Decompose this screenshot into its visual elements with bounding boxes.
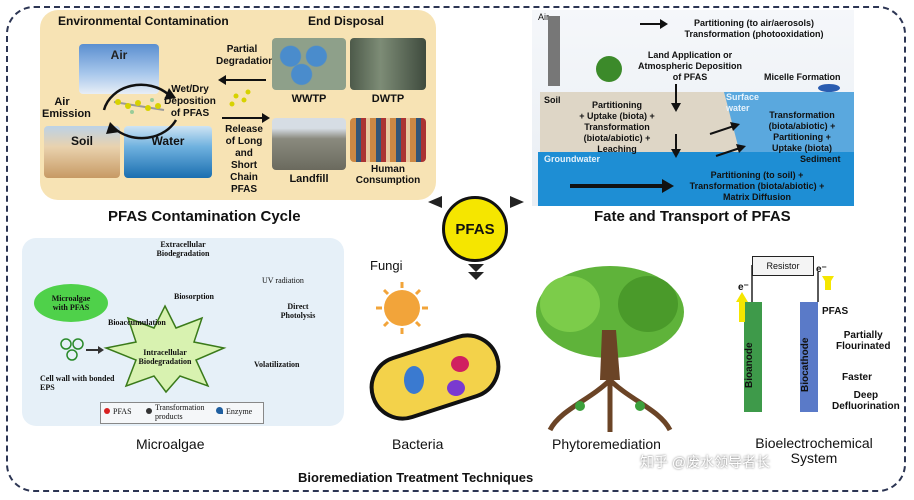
soil-process-text: Partitioning + Uptake (biota) + Transfor… [579, 100, 655, 154]
enzyme-icon [216, 407, 223, 414]
pfas-dot-icon [104, 408, 110, 414]
landfill-photo [272, 118, 346, 170]
direct-photolysis-label: Direct Photolysis [280, 302, 316, 320]
surface-water-label: Surface water [726, 92, 760, 113]
micelle-formation-label: Micelle Formation [764, 72, 841, 82]
cycle-arrows [102, 83, 178, 140]
fate-arrows [570, 19, 746, 193]
algae-cells-icon [60, 338, 104, 361]
micelle-icon [818, 84, 840, 92]
bacterium-icon [369, 333, 501, 421]
e-right-label: e⁻ [816, 264, 827, 275]
bioelectrochemical-title: Bioelectrochemical System [755, 435, 873, 466]
phytoremediation-title: Phytoremediation [552, 436, 661, 452]
microalgae-legend [100, 402, 264, 424]
legend-pfas: PFAS [113, 407, 132, 416]
release-chains-label: Release of Long and Short Chain PFAS [225, 124, 263, 195]
soil-layer-label: Soil [544, 95, 561, 105]
intracellular-label: Intracellular Biodegradation [138, 348, 192, 366]
dwtp-photo [350, 38, 426, 90]
end-disposal-heading: End Disposal [308, 14, 385, 28]
degradation-arrows [218, 75, 270, 123]
e-left-label: e⁻ [738, 282, 749, 293]
wwtp-label: WWTP [291, 93, 327, 105]
partially-fluorinated-label: Partially Flourinated [836, 330, 891, 352]
human-consumption-label: Human Consumption [355, 164, 421, 186]
starburst-cell [103, 304, 227, 394]
outer-dashed-frame [6, 6, 906, 492]
soil-photo: Soil [44, 126, 120, 178]
volatilization-label: Volatilization [254, 360, 300, 369]
microalgae-pfas-label: Microalgae with PFAS [51, 294, 91, 312]
soil-label: Soil [70, 134, 93, 148]
bacteria-title: Bacteria [392, 436, 444, 452]
cycle-arrow-top [102, 83, 170, 111]
human-consumption-photo [350, 118, 426, 162]
microalgae-pfas-ellipse: Microalgae with PFAS [34, 284, 108, 322]
dwtp-label: DWTP [371, 93, 405, 105]
resistor-box: Resistor [752, 256, 814, 276]
surface-water-layer [724, 92, 854, 152]
bioremediation-footer-title: Bioremediation Treatment Techniques [298, 470, 534, 485]
contamination-cycle-title: PFAS Contamination Cycle [108, 208, 301, 225]
cell-wall-label: Cell wall with bonded EPS [40, 374, 115, 392]
sediment-label: Sediment [800, 154, 841, 164]
fungi-icon [376, 282, 428, 334]
bioaccumulation-label: Bioaccumulation [108, 318, 166, 327]
tree-icon [596, 56, 622, 82]
groundwater-process-text: Partitioning (to soil) + Transformation … [689, 170, 825, 202]
bioanode-label: Bioanode [744, 342, 755, 388]
land-application-text: Land Application or Atmospheric Depositi… [637, 50, 742, 82]
pfas-molecule-icon [113, 98, 165, 114]
water-photo: Water [124, 126, 212, 178]
wwtp-photo [272, 38, 346, 90]
pfas-center-label: PFAS [455, 220, 495, 238]
resistor-label: Resistor [766, 261, 800, 271]
landfill-label: Landfill [289, 173, 329, 185]
biocathode-label: Biocathode [800, 337, 811, 392]
bes-pfas-label: PFAS [822, 306, 849, 317]
air-label: Air [110, 48, 128, 62]
deep-defluorination-label: Deep Defluorination [832, 390, 900, 412]
bacteria-illustration [369, 282, 501, 421]
air-emission-label: Air Emission [42, 96, 91, 120]
fungi-label: Fungi [370, 258, 403, 273]
fate-air-label: Air [538, 12, 549, 22]
groundwater-layer [538, 152, 854, 206]
fate-transport-title: Fate and Transport of PFAS [594, 208, 791, 225]
env-contamination-heading: Environmental Contamination [58, 14, 229, 28]
pfas-badge-arrows [428, 196, 524, 280]
cycle-arrow-bottom [113, 119, 178, 140]
tree-illustration [536, 266, 684, 432]
partial-degradation-label: Partial Degradation [216, 44, 275, 67]
biosorption-label: Biosorption [174, 292, 215, 301]
transformation-dot-icon [146, 408, 152, 414]
surface-water-process-text: Transformation (biota/abiotic) + Partiti… [768, 110, 836, 153]
faster-label: Faster [842, 372, 873, 383]
uv-radiation-label: UV radiation [262, 276, 304, 285]
bioelectrochemical-illustration [736, 265, 834, 412]
extracellular-label: Extracellular Biodegradation [156, 240, 210, 258]
legend-enzyme: Enzyme [226, 407, 253, 416]
smokestack-icon [548, 16, 560, 86]
wet-dry-deposition-label: Wet/Dry Deposition of PFAS [164, 84, 216, 119]
pfas-center-badge: PFAS [442, 196, 508, 262]
groundwater-label: Groundwater [544, 154, 601, 164]
watermark-label: 知乎 @废水领导者长 [640, 454, 771, 470]
legend-transformation: Transformation products [155, 403, 205, 421]
water-label: Water [151, 134, 185, 148]
partition-air-text: Partitioning (to air/aerosols) Transform… [684, 18, 824, 39]
microalgae-title: Microalgae [136, 436, 205, 452]
